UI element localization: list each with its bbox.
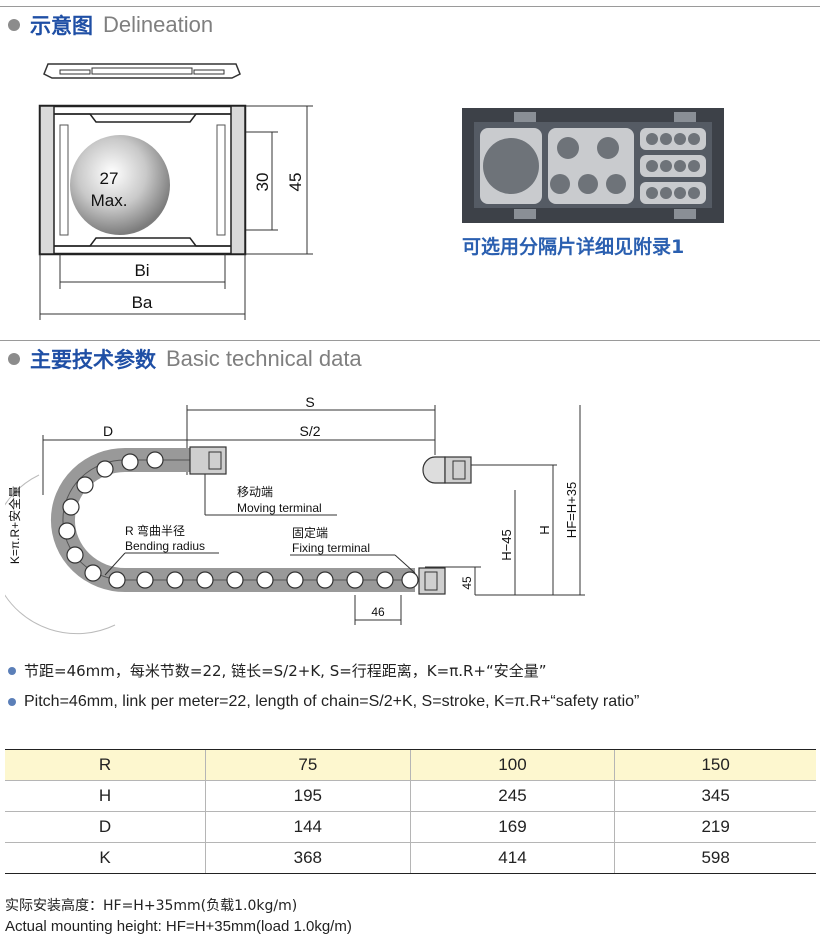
- section-heading-technical-data: 主要技术参数 Basic technical data: [8, 344, 362, 374]
- table-cell: 598: [614, 842, 816, 874]
- table-row: H 195 245 345: [5, 780, 816, 812]
- bullet-icon: [8, 353, 20, 365]
- row-label: K: [5, 842, 206, 874]
- table-cell: 414: [409, 842, 615, 874]
- fixing-terminal-cn: 固定端: [292, 525, 328, 540]
- label-s-half: S/2: [299, 423, 320, 439]
- dimension-45: 45: [286, 173, 305, 192]
- spec-table: R 75 100 150 H 195 245 345 D 144 169 219…: [5, 749, 816, 874]
- row-label: D: [5, 811, 206, 843]
- table-cell: 345: [614, 780, 816, 812]
- cover-plate-top-view: [43, 63, 241, 79]
- table-row: K 368 414 598: [5, 842, 816, 874]
- table-cell: 150: [614, 749, 816, 781]
- fixing-terminal-block: [418, 567, 446, 595]
- bullet-icon: [8, 666, 16, 675]
- section-title-cn: 主要技术参数: [30, 348, 156, 372]
- bullet-icon: [8, 698, 16, 706]
- table-cell: 195: [205, 780, 411, 812]
- width-dimensions: [39, 254, 246, 320]
- section-heading-delineation: 示意图 Delineation: [8, 10, 213, 40]
- section-title-en: Basic technical data: [166, 346, 362, 371]
- k-formula-label: K=π.R+安全量: [7, 486, 22, 564]
- row-label: R: [5, 749, 206, 781]
- dimension-h: H: [537, 525, 552, 534]
- max-diameter-value: 27: [100, 169, 119, 188]
- max-cable-circle: [70, 135, 170, 235]
- table-cell: 75: [205, 749, 411, 781]
- dimension-hf: HF=H+35: [564, 482, 579, 538]
- section-title-en: Delineation: [103, 12, 214, 37]
- row-label: H: [5, 780, 206, 812]
- table-row: D 144 169 219: [5, 811, 816, 843]
- table-cell: 100: [409, 749, 615, 781]
- note-chinese: 节距=46mm，每米节数=22, 链长=S/2+K, S=行程距离，K=π.R+…: [8, 660, 547, 681]
- label-s: S: [305, 395, 314, 410]
- separator-note: 可选用分隔片详细见附录1: [462, 236, 685, 258]
- label-d: D: [103, 423, 113, 439]
- dimension-46-pitch: 46: [371, 605, 385, 619]
- table-cell: 245: [409, 780, 615, 812]
- dimension-45-terminal: 45: [460, 576, 474, 590]
- table-row: R 75 100 150: [5, 749, 816, 781]
- note-english: Pitch=46mm, link per meter=22, length of…: [8, 693, 639, 711]
- chain-bend: [5, 448, 419, 635]
- dimension-h-minus-45: H−45: [499, 529, 514, 560]
- dimension-30: 30: [253, 173, 272, 192]
- chain-side-view-drawing: S S/2 D 移: [5, 395, 585, 635]
- moving-terminal-block: [189, 446, 227, 475]
- table-cell: 144: [205, 811, 411, 843]
- table-cell: 169: [409, 811, 615, 843]
- footer-note-en: Actual mounting height: HF=H+35mm(load 1…: [5, 918, 352, 935]
- moving-terminal-en: Moving terminal: [237, 501, 322, 515]
- cross-section-drawing: 27 Max. 30 45 Bi Ba: [38, 63, 313, 320]
- table-cell: 368: [205, 842, 411, 874]
- fixing-terminal-en: Fixing terminal: [292, 541, 370, 555]
- table-cell: 219: [614, 811, 816, 843]
- max-label: Max.: [91, 191, 128, 210]
- dimension-bi: Bi: [134, 261, 149, 280]
- bending-radius-en: Bending radius: [125, 539, 205, 553]
- moving-terminal-cn: 移动端: [237, 485, 273, 499]
- note-chinese-text: 节距=46mm，每米节数=22, 链长=S/2+K, S=行程距离，K=π.R+…: [24, 662, 547, 680]
- height-dimensions: [246, 105, 313, 255]
- footer-note-cn: 实际安装高度：HF=H+35mm(负载1.0kg/m): [5, 898, 298, 914]
- bending-radius-cn: R 弯曲半径: [125, 523, 185, 538]
- terminal-upper-right: [422, 456, 472, 484]
- dimension-ba: Ba: [132, 293, 153, 312]
- section-rule: [0, 340, 820, 341]
- bullet-icon: [8, 19, 20, 31]
- separator-layout-diagram: [462, 108, 724, 223]
- top-rule: [0, 6, 820, 7]
- section-title-cn: 示意图: [30, 14, 93, 38]
- note-english-text: Pitch=46mm, link per meter=22, length of…: [24, 693, 640, 710]
